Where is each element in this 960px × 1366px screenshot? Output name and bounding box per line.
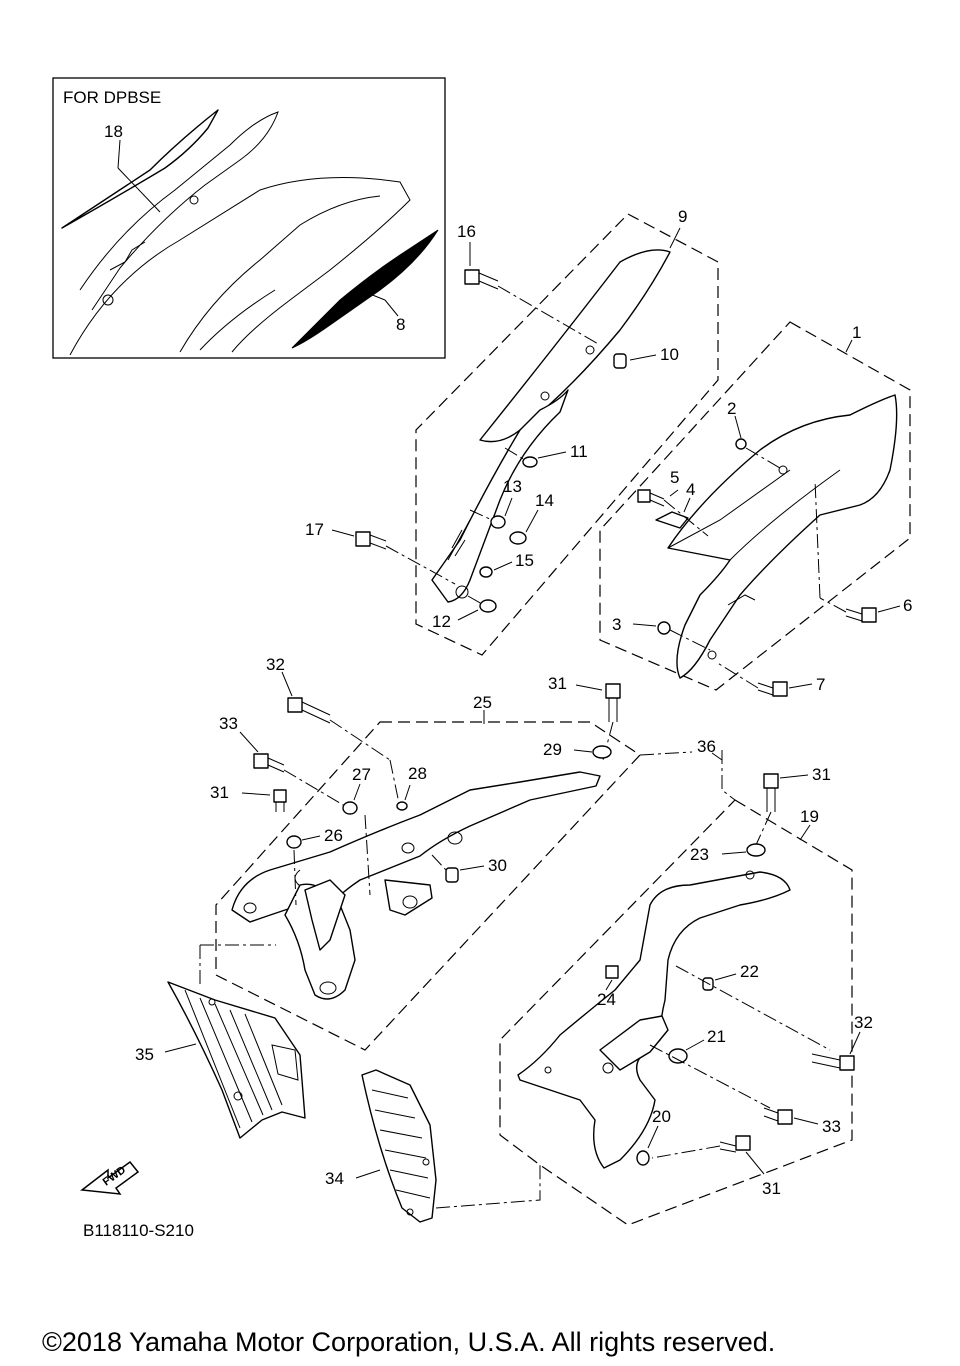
callout-16: 16 (457, 222, 476, 241)
callout-28: 28 (408, 764, 427, 783)
cap-14 (509, 531, 527, 545)
callout-13: 13 (503, 477, 522, 496)
callout-6: 6 (903, 596, 912, 615)
bolt-31-bottom: 31 (651, 1135, 781, 1198)
callout-29: 29 (543, 740, 562, 759)
fwd-arrow-icon: FWD (80, 1160, 140, 1195)
callout-31c: 31 (812, 765, 831, 784)
bolt-33-right: 33 (763, 1107, 841, 1136)
drawing-ref: B118110-S210 (83, 1221, 194, 1240)
callout-23: 23 (690, 845, 709, 864)
callout-30: 30 (488, 856, 507, 875)
bolt-31-right: 31 (755, 765, 831, 846)
group-9 (415, 213, 719, 656)
callout-7: 7 (816, 675, 825, 694)
callout-26: 26 (324, 826, 343, 845)
callout-15: 15 (515, 551, 534, 570)
callout-22: 22 (740, 962, 759, 981)
callout-33b: 33 (822, 1117, 841, 1136)
collar-30 (445, 867, 459, 883)
callout-1: 1 (852, 323, 861, 342)
callout-27: 27 (352, 765, 371, 784)
washer-12 (479, 599, 497, 613)
side-cover-1 (667, 394, 898, 679)
group-1 (599, 321, 911, 691)
bolt-6: 6 (814, 479, 912, 623)
grill-35: 35 (135, 981, 306, 1139)
callout-10: 10 (660, 345, 679, 364)
callout-11: 11 (570, 442, 588, 461)
callout-31d: 31 (762, 1179, 781, 1198)
callout-5: 5 (670, 468, 679, 487)
bolt-32-right: 32 (811, 1013, 873, 1071)
collar-21 (668, 1048, 688, 1064)
callout-32b: 32 (854, 1013, 873, 1032)
bolt-5 (637, 489, 665, 507)
callout-35: 35 (135, 1045, 154, 1064)
bolt-7: 7 (715, 661, 825, 697)
callout-12: 12 (432, 612, 451, 631)
nut-28 (396, 801, 408, 811)
damper-13 (490, 515, 506, 529)
washer-11 (522, 456, 538, 468)
grill-34: 34 (325, 1069, 437, 1223)
callout-33a: 33 (219, 714, 238, 733)
washer-20 (636, 1150, 650, 1166)
washer-23 (746, 843, 766, 857)
grommet-2 (735, 438, 747, 450)
nut-24 (605, 965, 619, 979)
clip-4 (655, 511, 689, 529)
callout-17: 17 (305, 520, 324, 539)
callout-20: 20 (652, 1107, 671, 1126)
callout-19: 19 (800, 807, 819, 826)
callout-24: 24 (597, 990, 616, 1009)
callout-21: 21 (707, 1027, 726, 1046)
collar-10 (613, 353, 627, 369)
callout-2: 2 (727, 399, 736, 418)
inset-title: FOR DPBSE (63, 88, 161, 107)
group-19 (499, 799, 853, 1226)
collar-27 (342, 801, 358, 815)
callout-36a: 36 (697, 737, 716, 756)
callout-32a: 32 (266, 655, 285, 674)
callout-31b: 31 (548, 674, 567, 693)
callout-25: 25 (473, 693, 492, 712)
callout-4: 4 (686, 480, 695, 499)
bolt-33-top: 33 (219, 714, 346, 807)
inset-decal-8 (291, 229, 439, 349)
group-25 (215, 721, 641, 1051)
callout-9: 9 (678, 207, 687, 226)
grommet-3 (657, 621, 671, 635)
callout-14: 14 (535, 491, 554, 510)
inset-decal-18 (61, 109, 219, 229)
callout-8: 8 (396, 315, 405, 334)
callout-34: 34 (325, 1169, 344, 1188)
bolt-17: 17 (305, 520, 456, 585)
washer-29 (592, 745, 612, 759)
bolt-16: 16 (457, 222, 601, 346)
callout-3: 3 (612, 615, 621, 634)
inset-dpbse: FOR DPBSE 18 8 (52, 77, 446, 359)
copyright: ©2018 Yamaha Motor Corporation, U.S.A. A… (42, 1327, 775, 1357)
callout-18: 18 (104, 122, 123, 141)
collar-26 (286, 835, 302, 849)
bolt-31-left: 31 (210, 783, 287, 812)
callout-31a: 31 (210, 783, 229, 802)
bolt-31-top: 31 (548, 674, 621, 761)
washer-15 (479, 566, 493, 578)
side-rail-9 (479, 249, 671, 443)
bolt-32-top: 32 (266, 655, 401, 809)
